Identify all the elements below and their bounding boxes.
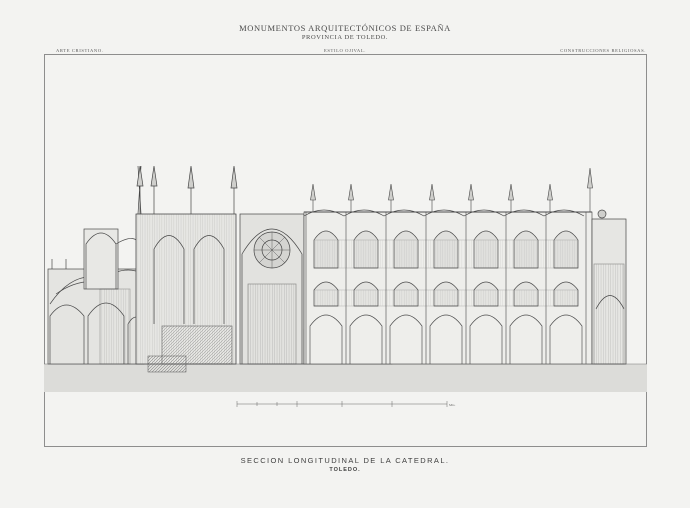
- right-end: [591, 209, 627, 365]
- plate-subtitle: PROVINCIA DE TOLEDO.: [301, 34, 389, 41]
- header-left: ARTE CRISTIANO.: [56, 48, 104, 53]
- plate-title: MONUMENTOS ARQUITECTÓNICOS DE ESPAÑA: [239, 23, 451, 33]
- crypt-section: [147, 355, 187, 373]
- drawing-frame: [44, 54, 647, 447]
- header-right: CONSTRUCCIONES RELIGIOSAS.: [560, 48, 646, 53]
- cathedral-section-drawing: Mts.: [44, 165, 647, 407]
- left-tower: [135, 165, 238, 365]
- nave-pinnacles: [310, 167, 593, 212]
- left-chapels: [47, 228, 145, 365]
- plate-caption: SECCION LONGITUDINAL DE LA CATEDRAL.: [240, 456, 450, 465]
- header-center: ESTILO OJIVAL.: [324, 48, 366, 53]
- plate-place: TOLEDO.: [329, 467, 361, 473]
- crossing: [239, 213, 393, 365]
- ground-band: [44, 364, 647, 392]
- scale-unit: Mts.: [449, 403, 455, 407]
- scale-bar: [236, 401, 448, 407]
- nave-bays: [303, 209, 593, 365]
